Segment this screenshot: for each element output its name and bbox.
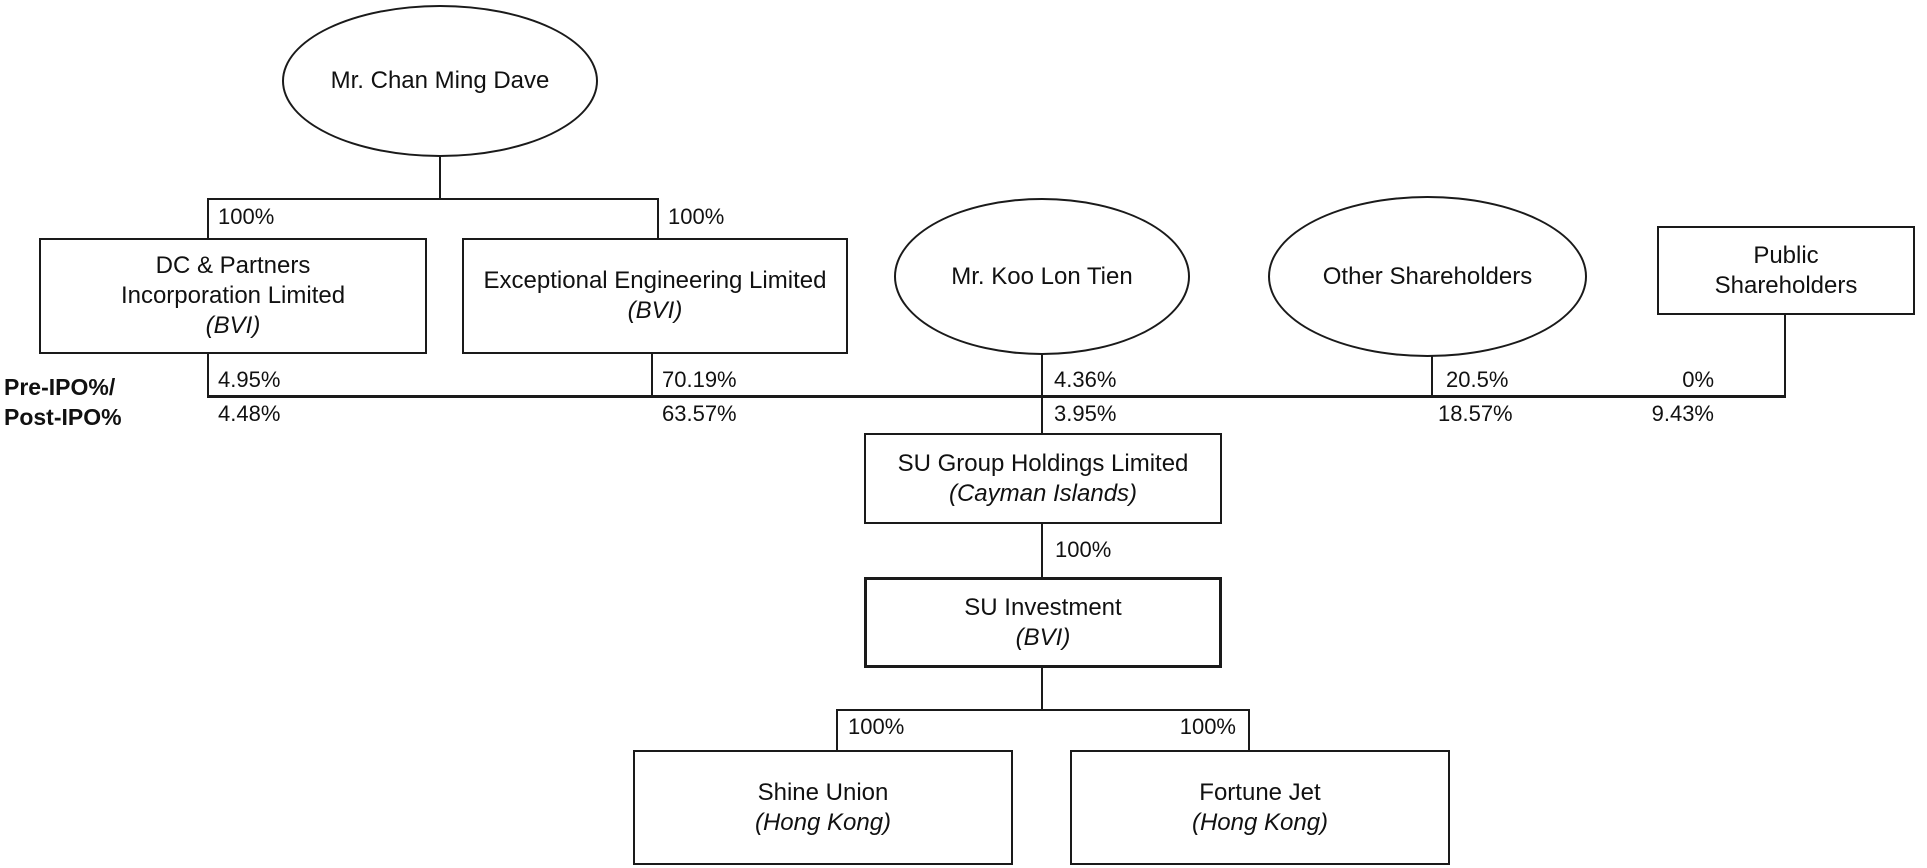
shareholder-ellipse-other-shareholders: Other Shareholders xyxy=(1268,196,1587,357)
post-ipo-legend-line: Post-IPO% xyxy=(4,404,122,430)
entity-name: Public xyxy=(1753,241,1819,269)
entity-name: SU Investment xyxy=(964,593,1122,621)
connector-suinvestment-branch xyxy=(836,709,1250,711)
entity-name: DC & Partners xyxy=(155,252,311,279)
connector-sugroup-to-suinvestment xyxy=(1041,524,1043,577)
connector-public-to-distribution xyxy=(1784,315,1786,397)
ownership-label-sugroup-suinvestment: 100% xyxy=(1055,537,1112,562)
entity-jurisdiction: (Hong Kong) xyxy=(754,808,892,836)
entity-box-shine-union: Shine Union (Hong Kong) xyxy=(633,750,1013,865)
pre-ipo-label-ee: 70.19% xyxy=(662,367,737,392)
connector-suinvestment-down xyxy=(1041,668,1043,709)
post-ipo-label-public: 9.43% xyxy=(1651,401,1714,426)
entity-name: Exceptional Engineering Limited xyxy=(483,267,827,294)
entity-jurisdiction: (Cayman Islands) xyxy=(948,479,1138,507)
post-ipo-label-dc: 4.48% xyxy=(218,401,281,426)
shareholder-name: Mr. Koo Lon Tien xyxy=(951,262,1133,290)
entity-box-su-group-holdings: SU Group Holdings Limited (Cayman Island… xyxy=(864,433,1222,524)
ownership-label-suinvestment-fortune: 100% xyxy=(1179,714,1236,739)
entity-box-fortune-jet: Fortune Jet (Hong Kong) xyxy=(1070,750,1450,865)
post-ipo-label-other: 18.57% xyxy=(1438,401,1513,426)
ownership-label-chan-dc: 100% xyxy=(218,204,275,229)
ownership-label-chan-ee: 100% xyxy=(668,204,725,229)
connector-other-to-distribution xyxy=(1431,355,1433,397)
connector-chan-to-dc xyxy=(207,198,209,238)
shareholder-name: Other Shareholders xyxy=(1322,262,1533,290)
shareholder-ellipse-koo-lon-tien: Mr. Koo Lon Tien xyxy=(894,198,1190,355)
pre-post-ipo-legend: Pre-IPO%/ Post-IPO% xyxy=(4,372,122,432)
pre-ipo-label-dc: 4.95% xyxy=(218,367,281,392)
post-ipo-label-ee: 63.57% xyxy=(662,401,737,426)
shareholder-name: Mr. Chan Ming Dave xyxy=(330,67,550,94)
entity-name: Shine Union xyxy=(757,778,889,806)
connector-koo-to-distribution xyxy=(1041,355,1043,397)
pre-ipo-label-koo: 4.36% xyxy=(1054,367,1117,392)
entity-box-dc-partners: DC & Partners Incorporation Limited (BVI… xyxy=(39,238,427,354)
connector-chan-down xyxy=(439,157,441,198)
shareholder-ellipse-chan-ming-dave: Mr. Chan Ming Dave xyxy=(282,5,598,157)
connector-ee-to-distribution xyxy=(651,354,653,397)
entity-jurisdiction: (Hong Kong) xyxy=(1191,808,1329,836)
entity-name: Incorporation Limited xyxy=(120,282,346,309)
entity-jurisdiction: (BVI) xyxy=(1015,623,1071,651)
entity-box-su-investment: SU Investment (BVI) xyxy=(864,577,1222,668)
entity-name: Shareholders xyxy=(1714,271,1858,299)
distribution-line xyxy=(207,395,1786,398)
connector-dc-to-distribution xyxy=(207,354,209,397)
connector-to-fortune-jet xyxy=(1248,709,1250,750)
connector-chan-branch xyxy=(207,198,659,200)
connector-chan-to-ee xyxy=(657,198,659,238)
post-ipo-label-koo: 3.95% xyxy=(1054,401,1117,426)
pre-ipo-legend-line: Pre-IPO%/ xyxy=(4,374,116,400)
pre-ipo-label-public: 0% xyxy=(1682,367,1714,392)
connector-distribution-to-sugroup xyxy=(1041,398,1043,433)
entity-name: Fortune Jet xyxy=(1199,778,1321,806)
pre-ipo-label-other: 20.5% xyxy=(1446,367,1509,392)
entity-box-exceptional-engineering: Exceptional Engineering Limited (BVI) xyxy=(462,238,848,354)
entity-jurisdiction: (BVI) xyxy=(627,297,683,324)
connector-to-shine-union xyxy=(836,709,838,750)
entity-box-public-shareholders: Public Shareholders xyxy=(1657,226,1915,315)
entity-name: SU Group Holdings Limited xyxy=(897,449,1189,477)
ownership-label-suinvestment-shine: 100% xyxy=(848,714,905,739)
entity-jurisdiction: (BVI) xyxy=(205,312,261,339)
